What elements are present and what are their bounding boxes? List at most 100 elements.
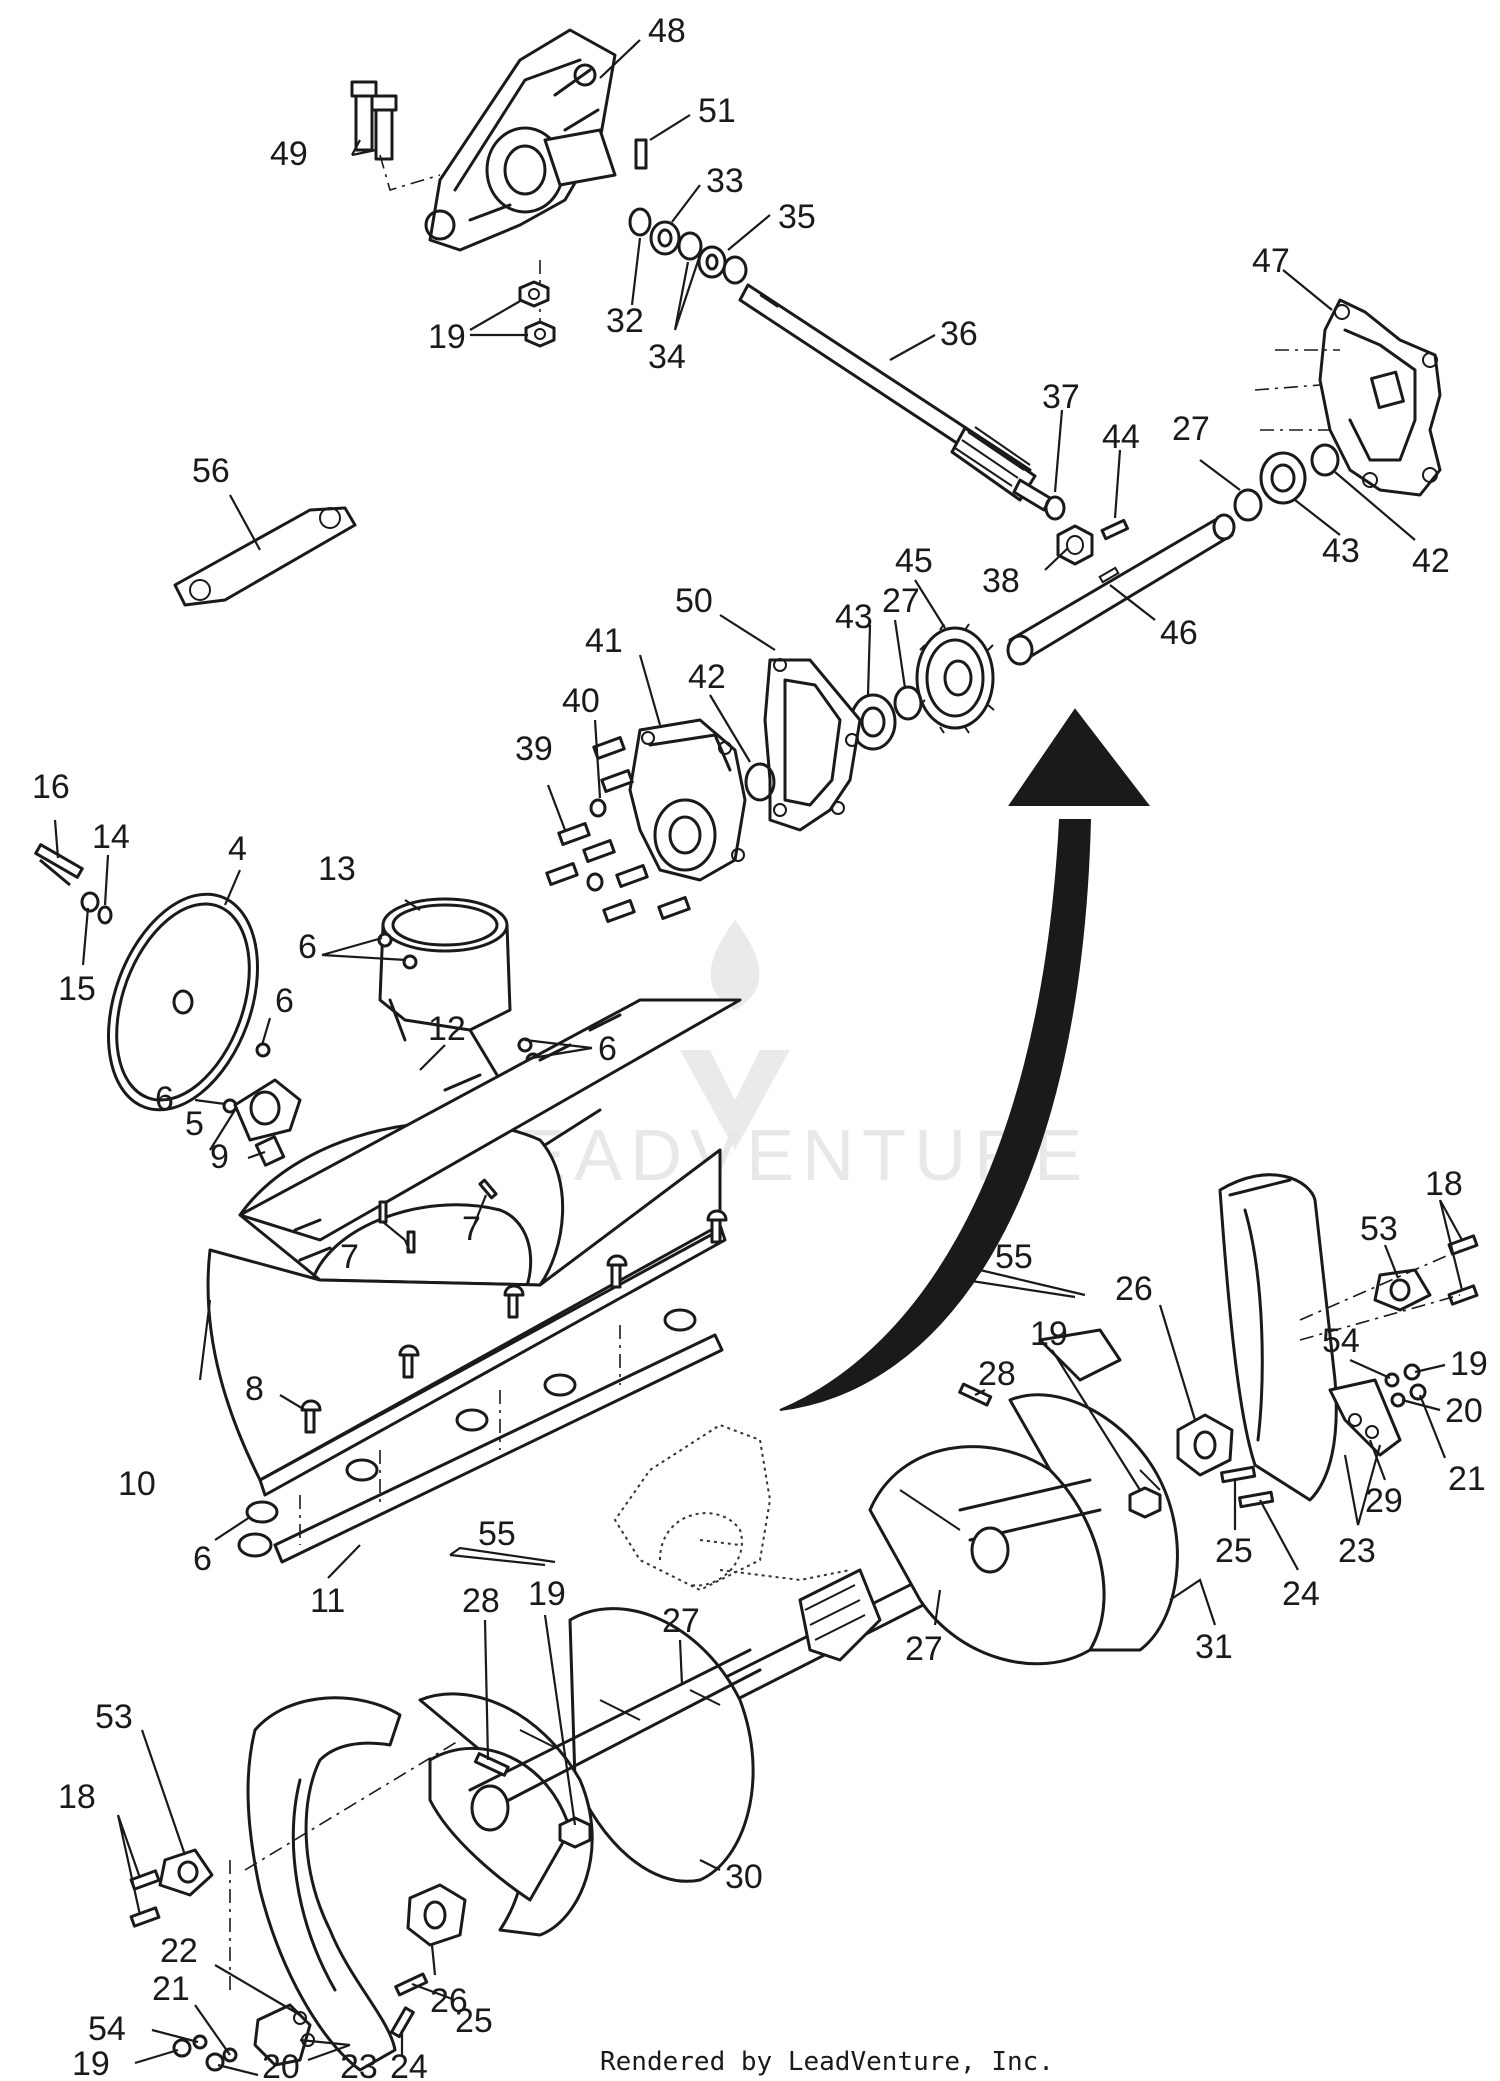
callout-labels: 48 51 49 33 35 32 34 19 36 47 56 37 44 2… <box>32 12 1488 2081</box>
callout-36: 36 <box>940 315 978 353</box>
carriage-bolts-8 <box>300 1209 728 1434</box>
skid-22 <box>253 2003 315 2067</box>
callout-30: 30 <box>725 1858 763 1896</box>
leader-lines <box>53 39 1464 2077</box>
callout-6-flange: 6 <box>275 982 294 1020</box>
callout-20-right: 20 <box>1445 1392 1483 1430</box>
callout-50: 50 <box>675 582 713 620</box>
callout-43-top: 43 <box>1322 532 1360 570</box>
callout-25-right: 25 <box>1215 1532 1253 1570</box>
auger-30 <box>418 1607 762 1937</box>
callout-19-top: 19 <box>428 318 466 356</box>
pulley-4 <box>106 892 260 1112</box>
callout-42-mid: 42 <box>688 658 726 696</box>
washer-21-left <box>222 2047 238 2063</box>
washer-27-top <box>1233 488 1263 522</box>
clip-9 <box>254 1135 286 1167</box>
callout-20-left: 20 <box>262 2048 300 2081</box>
callout-16: 16 <box>32 768 70 806</box>
bolt-18d <box>129 1906 161 1928</box>
callout-45: 45 <box>895 542 933 580</box>
bearing-53-left <box>158 1848 214 1897</box>
flange-nuts-6 <box>237 1308 697 1558</box>
callout-13: 13 <box>318 850 356 888</box>
callout-47: 47 <box>1252 242 1290 280</box>
nuts-19-top <box>518 280 556 348</box>
bolt-25-right <box>1220 1465 1257 1484</box>
impeller-shaft-36 <box>738 283 1052 512</box>
washers-32-35 <box>628 207 748 285</box>
callout-4: 4 <box>228 830 247 868</box>
callout-27-right: 27 <box>905 1630 943 1668</box>
screws-7 <box>378 1178 498 1254</box>
callout-19-left: 19 <box>72 2045 110 2081</box>
pin-51 <box>634 138 648 170</box>
callout-26-left: 26 <box>430 1982 468 2020</box>
callout-28-left: 28 <box>462 1582 500 1620</box>
skid-29 <box>1328 1378 1402 1457</box>
callout-53-right: 53 <box>1360 1210 1398 1248</box>
bolt-28-left <box>473 1752 510 1777</box>
washer-54-right <box>1384 1372 1400 1388</box>
callout-27-left: 27 <box>662 1602 700 1640</box>
nut-19-right <box>1128 1486 1162 1519</box>
washer-14 <box>97 905 113 925</box>
callout-38: 38 <box>982 562 1020 600</box>
bearing-53-right <box>1373 1268 1432 1312</box>
gasket-50 <box>763 658 862 832</box>
callout-51: 51 <box>698 92 736 130</box>
bolts-39 <box>545 736 691 923</box>
washer-37 <box>1044 495 1066 521</box>
bracket-56 <box>173 506 357 607</box>
nut-19-left-b <box>172 2038 192 2058</box>
gearbox-housing-47 <box>1318 298 1442 497</box>
callout-26-right: 26 <box>1115 1270 1153 1308</box>
output-shaft-46 <box>1006 513 1236 666</box>
seal-42-top <box>1310 443 1340 477</box>
callout-25-left: 25 <box>455 2002 493 2040</box>
callout-6-pulley: 6 <box>155 1080 174 1118</box>
bearing-26-left <box>406 1883 467 1947</box>
bolt-24-left <box>390 2006 415 2039</box>
callout-23-left: 23 <box>340 2048 378 2081</box>
callout-6-bottom: 6 <box>193 1540 212 1578</box>
callout-12: 12 <box>428 1010 466 1048</box>
scraper-bar-11 <box>273 1333 724 1564</box>
gearbox-assembly-ghost <box>613 1423 851 1592</box>
gearbox-housing-41 <box>628 718 747 882</box>
callout-56: 56 <box>192 452 230 490</box>
callout-24-left: 24 <box>390 2048 428 2081</box>
callout-41: 41 <box>585 622 623 660</box>
key-44 <box>1100 518 1130 541</box>
callout-23-right: 23 <box>1338 1532 1376 1570</box>
callout-35: 35 <box>778 198 816 236</box>
nut-21-right <box>1409 1383 1427 1401</box>
callout-14: 14 <box>92 818 130 856</box>
callout-27-top: 27 <box>1172 410 1210 448</box>
bolt-16 <box>39 858 71 887</box>
callout-55-left: 55 <box>478 1515 516 1553</box>
callout-37: 37 <box>1042 378 1080 416</box>
callout-24-right: 24 <box>1282 1575 1320 1613</box>
callout-44: 44 <box>1102 418 1140 456</box>
callout-40: 40 <box>562 682 600 720</box>
seal-42-mid <box>744 762 776 802</box>
callout-19-right-auger: 19 <box>1030 1315 1068 1353</box>
bolts-49 <box>350 80 398 161</box>
callout-31: 31 <box>1195 1628 1233 1666</box>
callout-9: 9 <box>210 1138 229 1176</box>
callout-48: 48 <box>648 12 686 50</box>
bearing-housing-48 <box>424 28 617 252</box>
callout-19-right-skid: 19 <box>1450 1345 1488 1383</box>
bearing-flange-5 <box>233 1078 302 1142</box>
callout-7-left: 7 <box>340 1238 359 1276</box>
pins-40 <box>586 798 607 892</box>
auger-housing-10 <box>206 998 742 1497</box>
callout-42-top: 42 <box>1412 542 1450 580</box>
callout-54-right: 54 <box>1322 1322 1360 1360</box>
callout-22: 22 <box>160 1932 198 1970</box>
callout-29: 29 <box>1365 1482 1403 1520</box>
callout-7-right: 7 <box>462 1210 481 1248</box>
bolt-18c <box>129 1869 161 1891</box>
callout-27-mid: 27 <box>882 582 920 620</box>
